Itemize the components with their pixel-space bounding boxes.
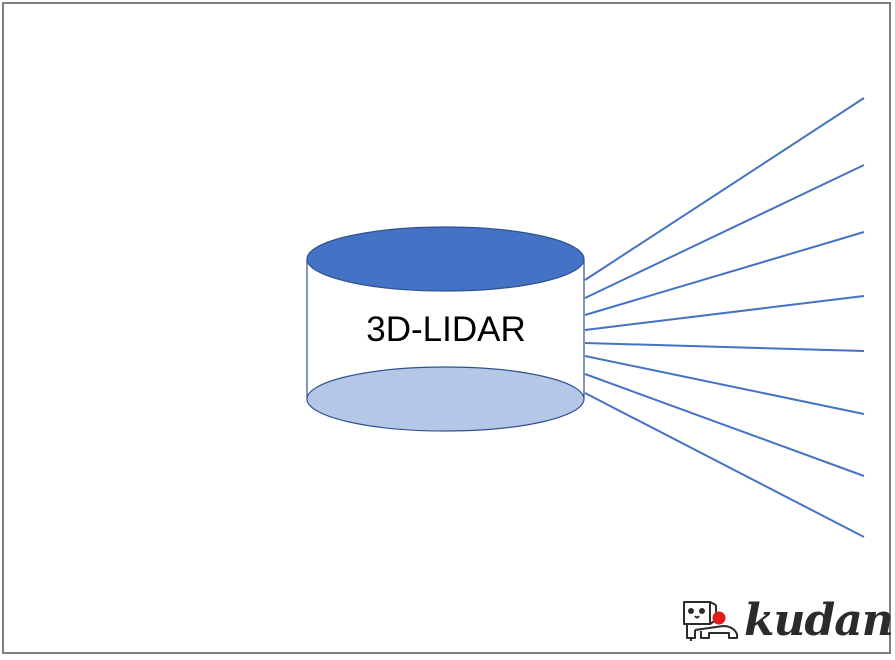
laser-beam <box>584 392 865 538</box>
elephant-mascot-icon <box>683 601 738 641</box>
cylinder-top-face <box>306 226 585 292</box>
laser-beam <box>584 231 865 316</box>
laser-beam <box>584 97 865 281</box>
laser-beam <box>584 342 865 352</box>
lidar-label: 3D-LIDAR <box>366 310 526 349</box>
laser-beams <box>584 97 865 538</box>
laser-beam <box>584 373 865 477</box>
cylinder-bottom-face <box>306 366 585 432</box>
laser-beam <box>584 295 865 331</box>
lidar-cylinder <box>306 226 585 432</box>
laser-beam <box>584 164 865 299</box>
laser-beam <box>584 355 865 415</box>
kudan-logo-text: kudan <box>744 595 894 646</box>
